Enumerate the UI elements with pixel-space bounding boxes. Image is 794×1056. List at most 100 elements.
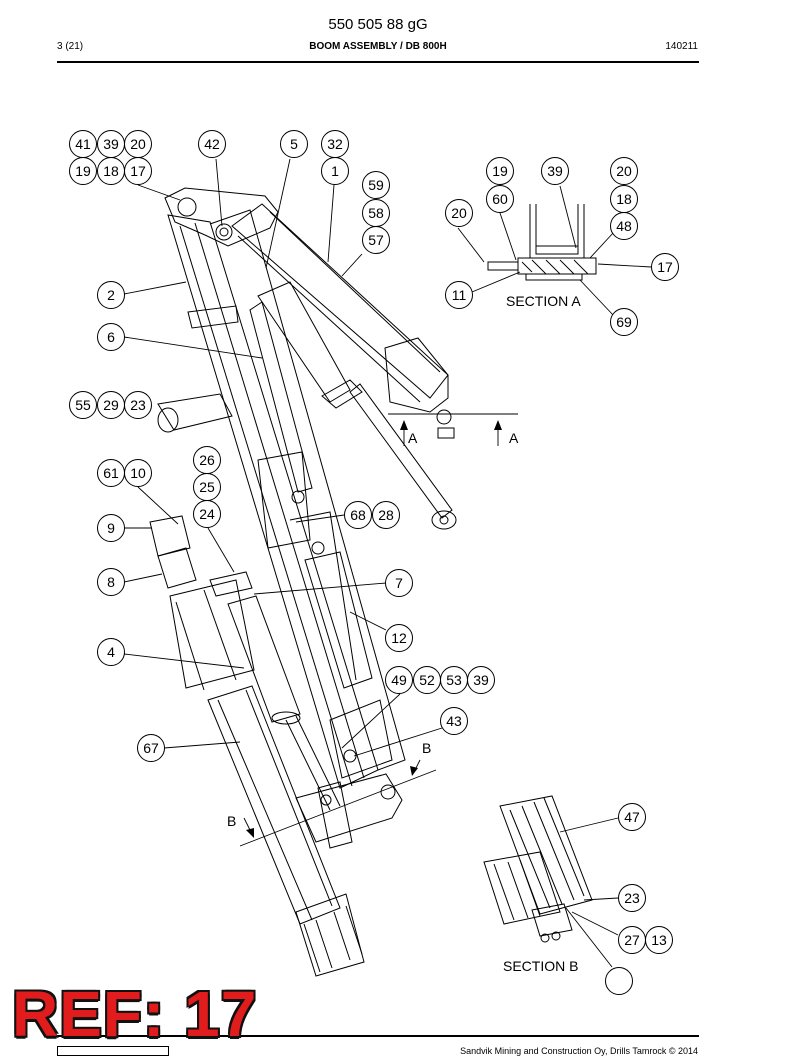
- reference-stamp: REF: 17: [12, 978, 258, 1050]
- cut-letter-a-right: A: [509, 430, 519, 446]
- balloon: 29: [97, 391, 125, 419]
- svg-text:10: 10: [130, 465, 146, 481]
- balloon: 10: [124, 459, 152, 487]
- balloon: 25: [193, 473, 221, 501]
- balloon: 18: [97, 157, 125, 185]
- svg-text:20: 20: [130, 136, 146, 152]
- svg-text:39: 39: [547, 163, 563, 179]
- svg-text:59: 59: [368, 177, 384, 193]
- balloon: 23: [124, 391, 152, 419]
- svg-text:48: 48: [616, 218, 632, 234]
- leader-lines: [123, 158, 652, 968]
- footer-divider: [57, 1035, 699, 1037]
- section-a-label: SECTION A: [506, 293, 581, 309]
- svg-text:17: 17: [657, 259, 673, 275]
- balloon: 26: [193, 446, 221, 474]
- svg-text:42: 42: [204, 136, 220, 152]
- balloon: 19: [486, 157, 514, 185]
- balloon: [605, 967, 633, 995]
- balloon: 49: [385, 666, 413, 694]
- svg-text:67: 67: [143, 740, 159, 756]
- svg-text:23: 23: [130, 397, 146, 413]
- svg-text:19: 19: [492, 163, 508, 179]
- balloon: 60: [486, 185, 514, 213]
- footer-copyright: Sandvik Mining and Construction Oy, Dril…: [460, 1046, 698, 1056]
- svg-text:39: 39: [103, 136, 119, 152]
- balloon: 9: [97, 514, 125, 542]
- svg-text:69: 69: [616, 314, 632, 330]
- balloon: 39: [467, 666, 495, 694]
- svg-text:2: 2: [107, 287, 115, 303]
- balloon: 19: [69, 157, 97, 185]
- balloon: 58: [362, 199, 390, 227]
- document-number: 550 505 88 gG: [328, 16, 428, 33]
- balloon: 1: [321, 157, 349, 185]
- cut-letter-b-right: B: [422, 740, 431, 756]
- document-date: 140211: [665, 41, 698, 52]
- balloon: 2: [97, 281, 125, 309]
- balloon: 23: [618, 884, 646, 912]
- svg-text:1: 1: [331, 163, 339, 179]
- svg-text:28: 28: [378, 507, 394, 523]
- balloon: 67: [137, 734, 165, 762]
- svg-text:20: 20: [451, 205, 467, 221]
- svg-text:39: 39: [473, 672, 489, 688]
- balloon: 28: [372, 501, 400, 529]
- cut-letter-b-left: B: [227, 813, 236, 829]
- balloon: 52: [413, 666, 441, 694]
- svg-text:27: 27: [624, 932, 640, 948]
- balloon: 5: [280, 130, 308, 158]
- balloon: 48: [610, 212, 638, 240]
- balloon: 39: [541, 157, 569, 185]
- balloon: 18: [610, 185, 638, 213]
- svg-text:60: 60: [492, 191, 508, 207]
- svg-text:13: 13: [651, 932, 667, 948]
- svg-text:32: 32: [327, 136, 343, 152]
- svg-text:6: 6: [107, 329, 115, 345]
- balloon: 20: [124, 130, 152, 158]
- svg-text:7: 7: [395, 575, 403, 591]
- boom-structure: [149, 187, 457, 977]
- header-divider: [57, 61, 699, 63]
- balloon: 7: [385, 569, 413, 597]
- balloon: 43: [440, 707, 468, 735]
- balloon: 47: [618, 803, 646, 831]
- svg-text:43: 43: [446, 713, 462, 729]
- svg-text:57: 57: [368, 232, 384, 248]
- section-cut-lines: [239, 413, 518, 847]
- svg-text:52: 52: [419, 672, 435, 688]
- cut-letter-a-left: A: [408, 430, 418, 446]
- svg-text:18: 18: [616, 191, 632, 207]
- balloon: 6: [97, 323, 125, 351]
- balloon: 55: [69, 391, 97, 419]
- svg-text:53: 53: [446, 672, 462, 688]
- balloon: 69: [610, 308, 638, 336]
- balloon: 68: [344, 501, 372, 529]
- svg-text:55: 55: [75, 397, 91, 413]
- section-b-label: SECTION B: [503, 958, 578, 974]
- balloon: 20: [445, 199, 473, 227]
- balloon: 53: [440, 666, 468, 694]
- svg-text:23: 23: [624, 890, 640, 906]
- balloon: 8: [97, 568, 125, 596]
- balloon: 17: [651, 253, 679, 281]
- balloon: 57: [362, 226, 390, 254]
- section-b-detail: [483, 795, 593, 943]
- balloon: 39: [97, 130, 125, 158]
- balloon: 20: [610, 157, 638, 185]
- balloon: 11: [445, 281, 473, 309]
- svg-text:9: 9: [107, 520, 115, 536]
- balloon: 32: [321, 130, 349, 158]
- svg-text:26: 26: [199, 452, 215, 468]
- svg-text:25: 25: [199, 479, 215, 495]
- svg-text:4: 4: [107, 644, 115, 660]
- balloon: 41: [69, 130, 97, 158]
- svg-text:47: 47: [624, 809, 640, 825]
- svg-text:11: 11: [452, 287, 467, 303]
- svg-text:49: 49: [391, 672, 407, 688]
- svg-text:17: 17: [130, 163, 146, 179]
- balloon: 17: [124, 157, 152, 185]
- svg-text:12: 12: [391, 630, 407, 646]
- svg-text:20: 20: [616, 163, 632, 179]
